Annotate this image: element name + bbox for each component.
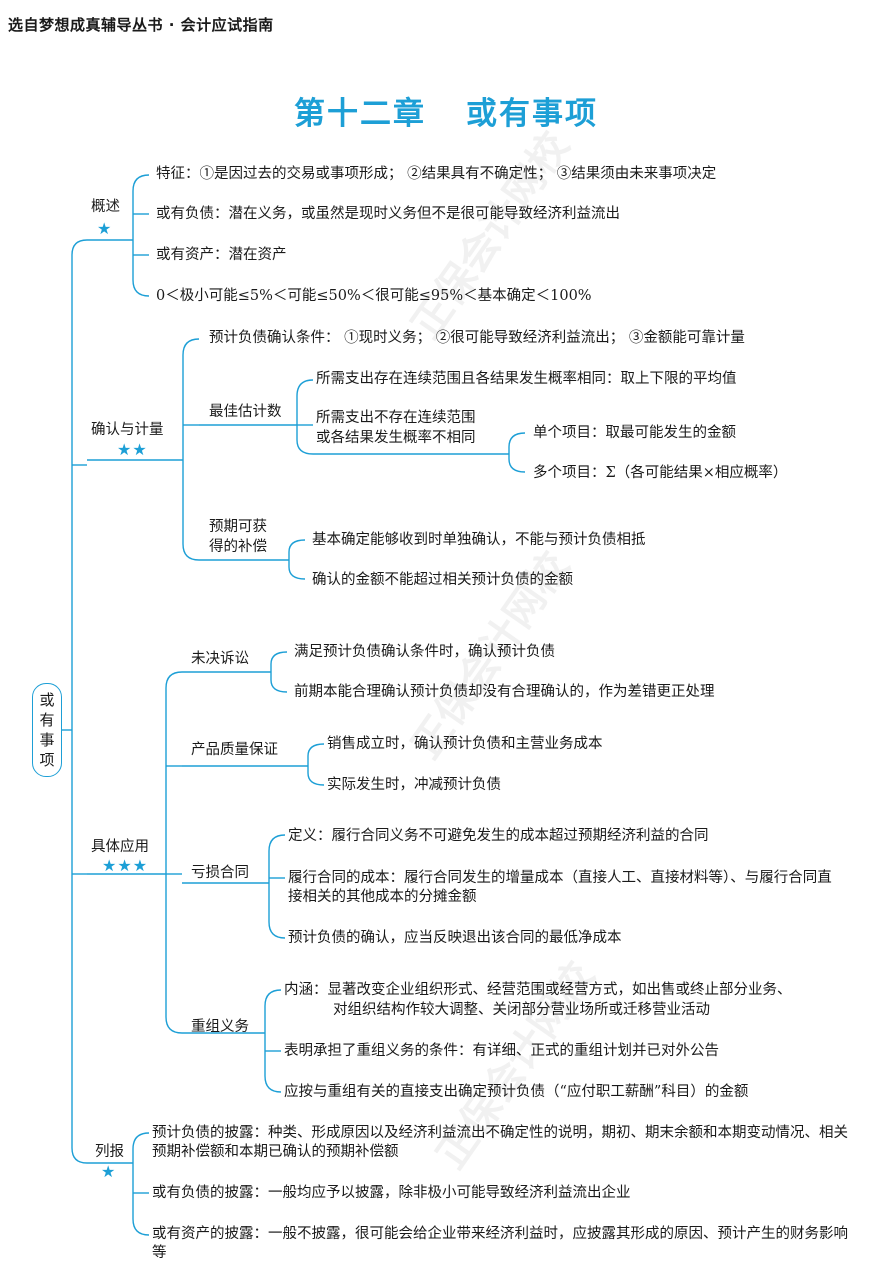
restructuring-item: 表明承担了重组义务的条件：有详细、正式的重组计划并已对外公告 <box>284 1043 719 1059</box>
disclosure-stars: ★ <box>101 1162 117 1181</box>
root-node: 或有事项 <box>32 683 62 777</box>
recognition-stars: ★★ <box>117 440 148 459</box>
warranty-label: 产品质量保证 <box>191 742 278 758</box>
compensation-item: 确认的金额不能超过相关预计负债的金额 <box>312 572 573 588</box>
best-estimate-single: 单个项目：取最可能发生的金额 <box>533 425 736 441</box>
disclosure-provision: 预计负债的披露：种类、形成原因以及经济利益流出不确定性的说明，期初、期末余额和本… <box>152 1125 848 1160</box>
disclosure-contingent-asset: 或有资产的披露：一般不披露，很可能会给企业带来经济利益时，应披露其形成的原因、预… <box>152 1226 848 1261</box>
restructuring-item: 应按与重组有关的直接支出确定预计负债（“应付职工薪酬”科目）的金额 <box>284 1084 749 1100</box>
restructuring-meaning: 内涵：显著改变企业组织形式、经营范围或经营方式，如出售或终止部分业务、 <box>284 982 792 998</box>
litigation-item: 前期本能合理确认预计负债却没有合理确认的，作为差错更正处理 <box>294 684 715 700</box>
book-source-header: 选自梦想成真辅导丛书 · 会计应试指南 <box>8 16 274 34</box>
compensation-item: 基本确定能够收到时单独确认，不能与预计负债相抵 <box>312 532 646 548</box>
best-estimate-non-continuous: 或各结果发生概率不相同 <box>316 430 476 446</box>
overview-probability-scale: 0＜极小可能≤5%＜可能≤50%＜很可能≤95%＜基本确定＜100% <box>156 288 592 304</box>
restructuring-meaning: 对组织结构作较大调整、关闭部分营业场所或迁移营业活动 <box>333 1002 710 1018</box>
best-estimate-multiple: 多个项目：Σ（各可能结果×相应概率） <box>533 465 788 481</box>
best-estimate-non-continuous: 所需支出不存在连续范围 <box>316 410 476 426</box>
page-title: 第十二章 或有事项 <box>0 88 892 133</box>
root-label: 或有事项 <box>39 691 55 769</box>
litigation-label: 未决诉讼 <box>191 651 249 667</box>
onerous-item: 定义：履行合同义务不可避免发生的成本超过预期经济利益的合同 <box>288 828 709 844</box>
compensation-label: 得的补偿 <box>209 539 267 555</box>
chapter-name: 或有事项 <box>466 96 598 132</box>
overview-features: 特征：①是因过去的交易或事项形成； ②结果具有不确定性； ③结果须由未来事项决定 <box>156 166 717 182</box>
recognition-conditions: 预计负债确认条件： ①现时义务； ②很可能导致经济利益流出； ③金额能可靠计量 <box>209 330 745 346</box>
onerous-item: 履行合同的成本：履行合同发生的增量成本（直接人工、直接材料等）、与履行合同直接相… <box>288 870 832 905</box>
litigation-item: 满足预计负债确认条件时，确认预计负债 <box>294 644 555 660</box>
restructuring-label: 重组义务 <box>191 1019 249 1035</box>
onerous-label: 亏损合同 <box>191 865 249 881</box>
overview-contingent-liability: 或有负债：潜在义务，或虽然是现时义务但不是很可能导致经济利益流出 <box>156 206 620 222</box>
best-estimate-continuous: 所需支出存在连续范围且各结果发生概率相同：取上下限的平均值 <box>316 371 737 387</box>
overview-contingent-asset: 或有资产：潜在资产 <box>156 247 287 263</box>
compensation-label: 预期可获 <box>209 519 267 535</box>
recognition-label: 确认与计量 <box>91 422 164 438</box>
onerous-item: 预计负债的确认，应当反映退出该合同的最低净成本 <box>288 930 622 946</box>
best-estimate-label: 最佳估计数 <box>209 404 282 420</box>
warranty-item: 销售成立时，确认预计负债和主营业务成本 <box>327 736 603 752</box>
overview-stars: ★ <box>97 219 113 238</box>
application-stars: ★★★ <box>102 856 149 875</box>
disclosure-label: 列报 <box>95 1144 124 1160</box>
disclosure-contingent-liability: 或有负债的披露：一般均应予以披露，除非极小可能导致经济利益流出企业 <box>152 1185 631 1201</box>
application-label: 具体应用 <box>91 839 149 855</box>
warranty-item: 实际发生时，冲减预计负债 <box>327 777 501 793</box>
chapter-number: 第十二章 <box>294 96 426 132</box>
overview-label: 概述 <box>91 199 120 215</box>
